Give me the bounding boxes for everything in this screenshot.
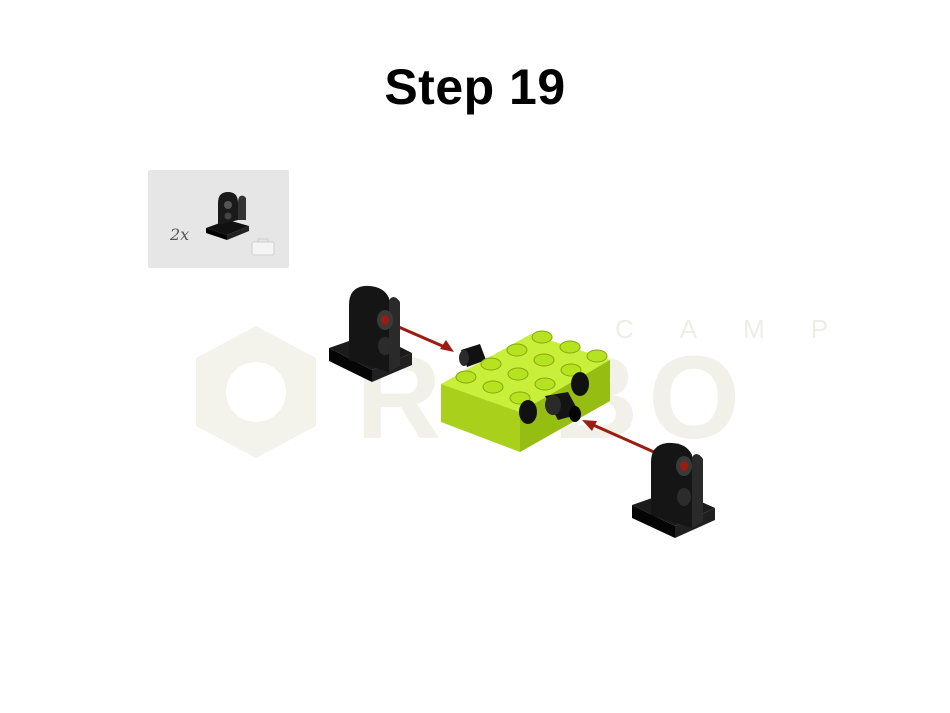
black-axle-pin-right: [545, 392, 581, 422]
part-quantity: 2x: [170, 225, 190, 244]
parts-list-art: [206, 192, 275, 256]
toolbox-icon: [251, 238, 275, 256]
watermark-sub-letters: CAMP: [615, 314, 874, 344]
parts-list-callout: 2x: [148, 170, 289, 268]
black-perpendicular-axle-connector-icon: [206, 192, 249, 240]
black-connector-left: [329, 285, 412, 382]
brick-studs: [455, 330, 608, 405]
step-title: Step 19: [384, 59, 566, 115]
brick-holes: [519, 372, 589, 424]
black-connector-right: [632, 442, 715, 538]
black-axle-pin-left: [459, 344, 486, 367]
